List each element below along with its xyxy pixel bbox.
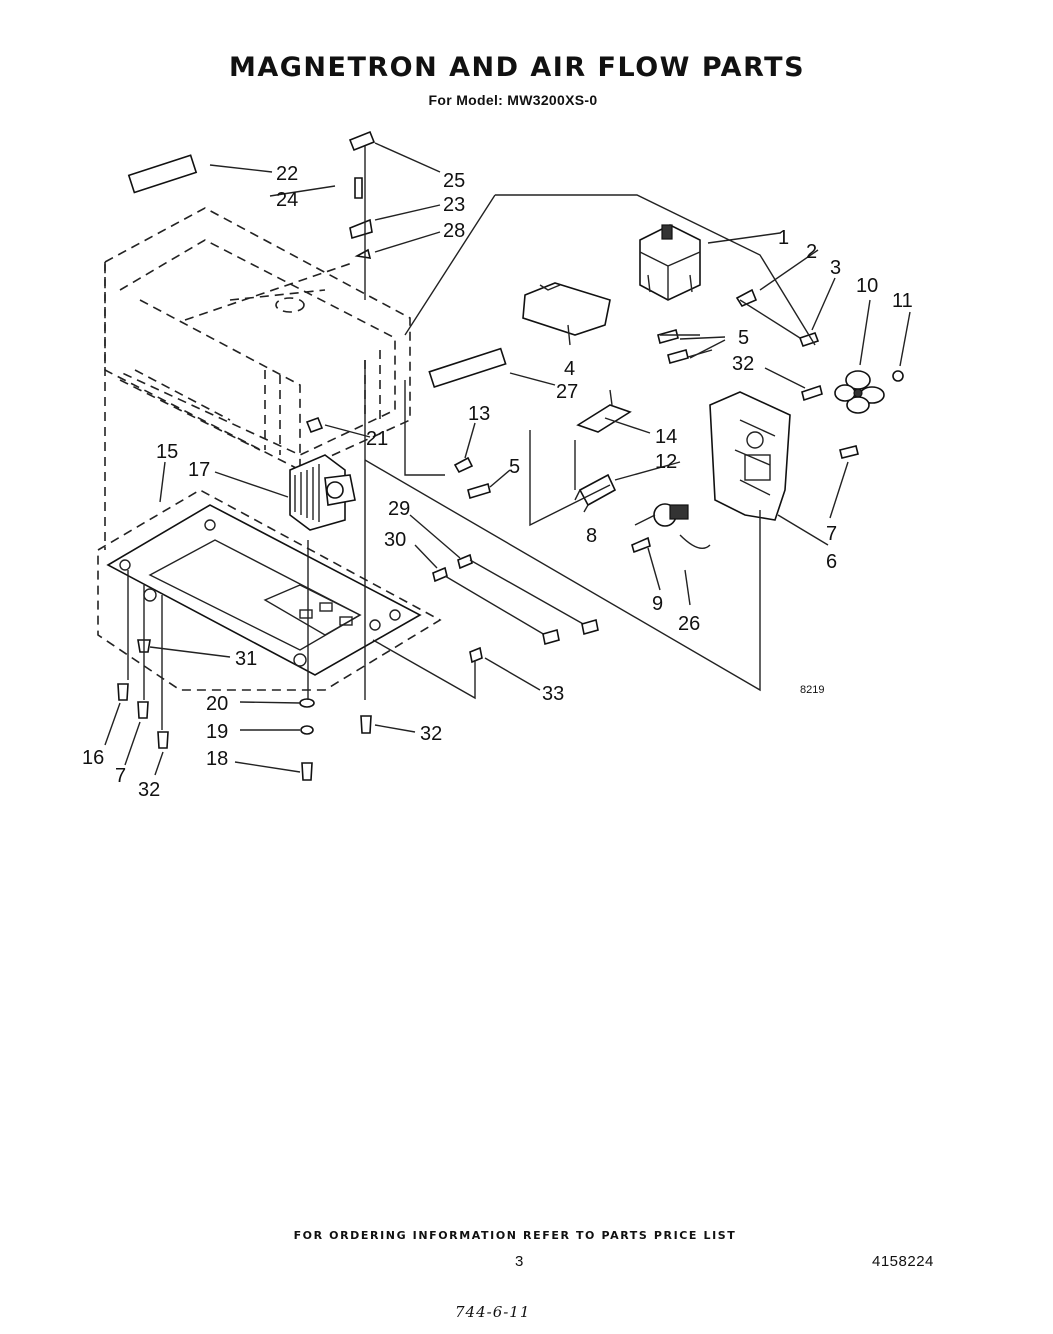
callout-2: 2 (806, 241, 817, 263)
callout-29: 29 (388, 498, 410, 520)
callout-33: 33 (542, 683, 564, 705)
fan-clip (892, 370, 904, 382)
screw-32-left (157, 731, 169, 749)
callout-25: 25 (443, 170, 465, 192)
screw-32-right (801, 384, 823, 402)
figure-code: 8219 (800, 684, 824, 696)
page-number: 3 (515, 1253, 524, 1270)
callout-14: 14 (655, 426, 677, 448)
screw-16 (117, 683, 129, 701)
strip-22 (127, 154, 198, 194)
callout-26: 26 (678, 613, 700, 635)
callout-24: 24 (276, 189, 298, 211)
capacitor (578, 473, 617, 507)
callout-7b: 7 (115, 765, 126, 787)
screw-32-bottom (360, 715, 372, 734)
callout-21: 21 (366, 428, 388, 450)
page-title: MAGNETRON AND AIR FLOW PARTS (228, 52, 806, 83)
screw-24 (354, 177, 363, 199)
washer-20 (299, 698, 315, 708)
callout-32b: 32 (420, 723, 442, 745)
clip-33 (469, 646, 483, 664)
callout-12: 12 (655, 451, 677, 473)
callout-19: 19 (206, 721, 228, 743)
bracket (576, 404, 632, 433)
fan-housing (709, 391, 791, 521)
magnetron (639, 224, 701, 301)
screw-18 (301, 762, 313, 781)
callout-28: 28 (443, 220, 465, 242)
document-number: 4158224 (872, 1253, 934, 1270)
callout-6: 6 (826, 551, 837, 573)
callout-23: 23 (443, 194, 465, 216)
clip-28 (354, 248, 372, 259)
callout-17: 17 (188, 459, 210, 481)
callout-4: 4 (564, 358, 575, 380)
callout-3: 3 (830, 257, 841, 279)
fan-blade (834, 370, 885, 414)
wire-29 (457, 553, 473, 570)
screw-25 (348, 130, 376, 152)
screw-7-left (137, 701, 149, 719)
bracket-23 (349, 218, 373, 240)
model-subtitle: For Model: MW3200XS-0 (428, 92, 598, 108)
base-plate (97, 489, 442, 691)
thermostat-13 (453, 456, 474, 474)
callout-32c: 32 (138, 779, 160, 801)
callout-5b: 5 (509, 456, 520, 478)
fan-motor (653, 503, 711, 549)
screw-3 (798, 331, 820, 348)
ordering-info-note: FOR ORDERING INFORMATION REFER TO PARTS … (293, 1229, 737, 1242)
callout-13: 13 (468, 403, 490, 425)
callout-32a: 32 (732, 353, 754, 375)
duct (522, 282, 611, 336)
nut-21 (305, 416, 324, 434)
callout-1: 1 (778, 227, 789, 249)
callout-9: 9 (652, 593, 663, 615)
screw-7-right (839, 445, 859, 459)
screw-5c (467, 482, 491, 500)
oven-cabinet-outline (104, 207, 411, 550)
callout-10: 10 (856, 275, 878, 297)
callout-arrows (104, 142, 911, 776)
wire-30 (432, 566, 448, 583)
callout-27: 27 (556, 381, 578, 403)
callout-5a: 5 (738, 327, 749, 349)
callout-15: 15 (156, 441, 178, 463)
callout-16: 16 (82, 747, 104, 769)
handwritten-note: 744-6-11 (455, 1303, 531, 1321)
washer-19 (300, 725, 314, 735)
transformer (289, 454, 356, 531)
callout-8: 8 (586, 525, 597, 547)
screw-5b (667, 349, 689, 364)
screw-9 (631, 536, 651, 554)
callout-30: 30 (384, 529, 406, 551)
callout-31: 31 (235, 648, 257, 670)
strip-27 (428, 347, 507, 389)
callout-20: 20 (206, 693, 228, 715)
screw-5a (657, 329, 679, 344)
callout-22: 22 (276, 163, 298, 185)
callout-7a: 7 (826, 523, 837, 545)
callout-18: 18 (206, 748, 228, 770)
callout-11: 11 (892, 290, 913, 312)
clip-2 (735, 288, 758, 308)
